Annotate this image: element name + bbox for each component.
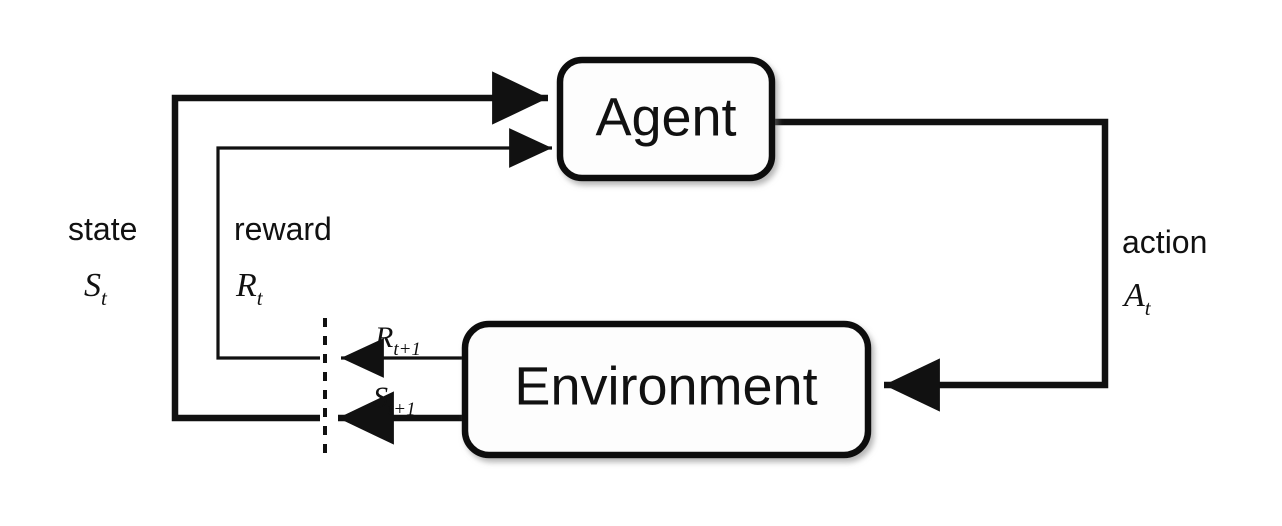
- edge-action: [772, 118, 1109, 412]
- state-symbol-base: S: [84, 267, 101, 304]
- state-next-base: S: [373, 381, 388, 414]
- reward-label-word: reward: [234, 211, 332, 247]
- node-agent[interactable]: Agent: [556, 56, 776, 182]
- action-symbol-base: A: [1122, 277, 1145, 314]
- label-state-next: St+1: [373, 381, 416, 420]
- reward-label-symbol: Rt: [235, 267, 264, 310]
- state-next-symbol: St+1: [373, 381, 416, 420]
- reward-symbol-subscript: t: [257, 286, 264, 310]
- reward-symbol-base: R: [235, 267, 257, 304]
- node-environment[interactable]: Environment: [461, 320, 872, 459]
- reward-next-symbol: Rt+1: [374, 321, 421, 360]
- state-label-word: state: [68, 211, 137, 247]
- reward-next-subscript: t+1: [393, 339, 421, 360]
- edge-state-feedback: [171, 71, 548, 422]
- environment-box[interactable]: [461, 320, 872, 459]
- label-reward-next: Rt+1: [374, 321, 421, 360]
- environment-label: Environment: [514, 356, 817, 416]
- agent-box[interactable]: [556, 56, 776, 182]
- state-symbol-subscript: t: [101, 286, 108, 310]
- label-action: action At: [1122, 224, 1207, 320]
- action-label-word: action: [1122, 224, 1207, 260]
- reward-next-base: R: [374, 321, 393, 354]
- action-label-symbol: At: [1122, 277, 1152, 320]
- action-symbol-subscript: t: [1145, 296, 1152, 320]
- label-reward: reward Rt: [234, 211, 332, 310]
- state-next-subscript: t+1: [388, 399, 416, 420]
- state-label-symbol: St: [84, 267, 108, 310]
- edge-reward-feedback: [216, 128, 553, 360]
- label-state: state St: [68, 211, 137, 310]
- agent-label: Agent: [595, 87, 736, 147]
